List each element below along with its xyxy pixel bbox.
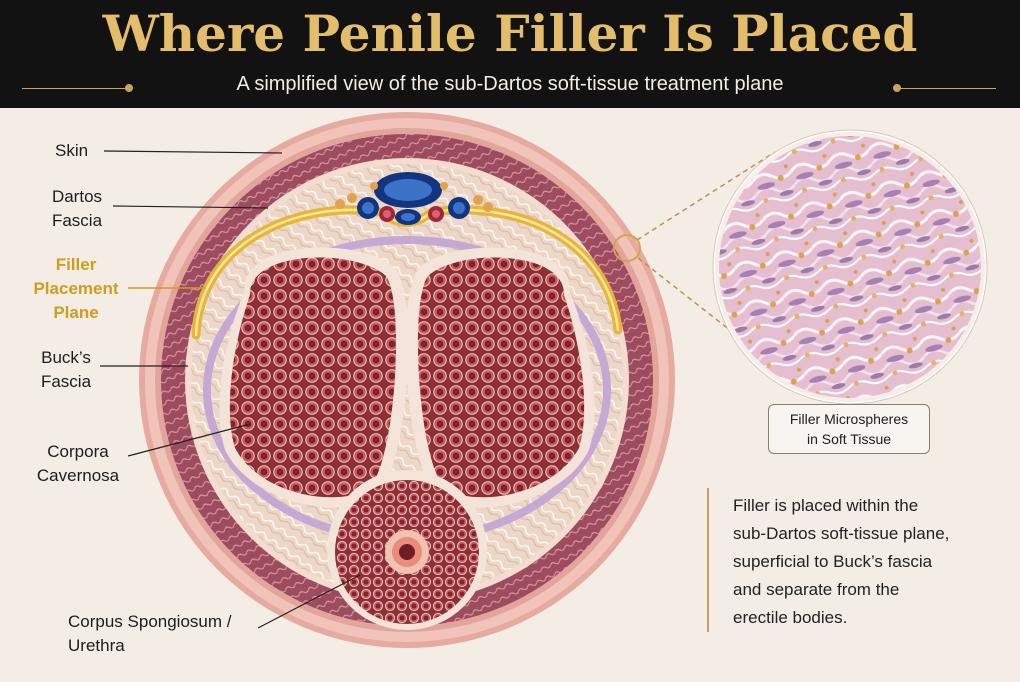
microsphere-caption-line-2: in Soft Tissue [806, 431, 892, 447]
description-line-3: superficial to Buck’s fascia [733, 552, 933, 571]
label-filler-line-3: Plane [53, 303, 99, 322]
label-filler-plane: Filler Placement Plane [26, 253, 126, 325]
header-rule-right-dot [893, 84, 901, 92]
page-subtitle: A simplified view of the sub-Dartos soft… [236, 73, 784, 95]
header-rule-left [22, 88, 128, 89]
label-dartos-fascia: Dartos Fascia [40, 185, 114, 233]
microsphere-caption: Filler Microspheres in Soft Tissue [768, 404, 930, 454]
label-corpora-line-1: Corpora [47, 442, 109, 461]
description-line-4: and separate from the [733, 580, 900, 599]
zoom-marker [613, 234, 641, 262]
description-text: Filler is placed within the sub-Dartos s… [733, 492, 993, 632]
header-rule-left-dot [125, 84, 133, 92]
label-corpus-spongiosum: Corpus Spongiosum / Urethra [68, 610, 231, 658]
label-filler-line-1: Filler [55, 255, 97, 274]
description-line-5: erectile bodies. [733, 608, 848, 627]
label-corpora-cavernosa: Corpora Cavernosa [26, 440, 130, 488]
label-bucks-line-1: Buck’s [41, 348, 91, 367]
header-rule-right [896, 88, 996, 89]
label-skin: Skin [55, 141, 89, 160]
label-spongiosum-line-1: Corpus Spongiosum / [68, 612, 232, 631]
label-dartos-line-1: Dartos [51, 187, 103, 206]
label-bucks-line-2: Fascia [40, 372, 92, 391]
header-banner: Where Penile Filler Is Placed A simplifi… [0, 0, 1020, 108]
microsphere-caption-line-1: Filler Microspheres [789, 411, 909, 427]
label-spongiosum-line-2: Urethra [68, 636, 125, 655]
label-dartos-line-2: Fascia [51, 211, 103, 230]
microsphere-view [717, 134, 983, 400]
label-filler-line-2: Placement [33, 279, 119, 298]
label-corpora-line-2: Cavernosa [36, 466, 120, 485]
description-accent-bar [707, 488, 709, 632]
page-title: Where Penile Filler Is Placed [102, 4, 918, 63]
description-line-1: Filler is placed within the [733, 496, 919, 515]
description-line-2: sub-Dartos soft-tissue plane, [733, 524, 950, 543]
label-bucks-fascia: Buck’s Fascia [30, 346, 102, 394]
